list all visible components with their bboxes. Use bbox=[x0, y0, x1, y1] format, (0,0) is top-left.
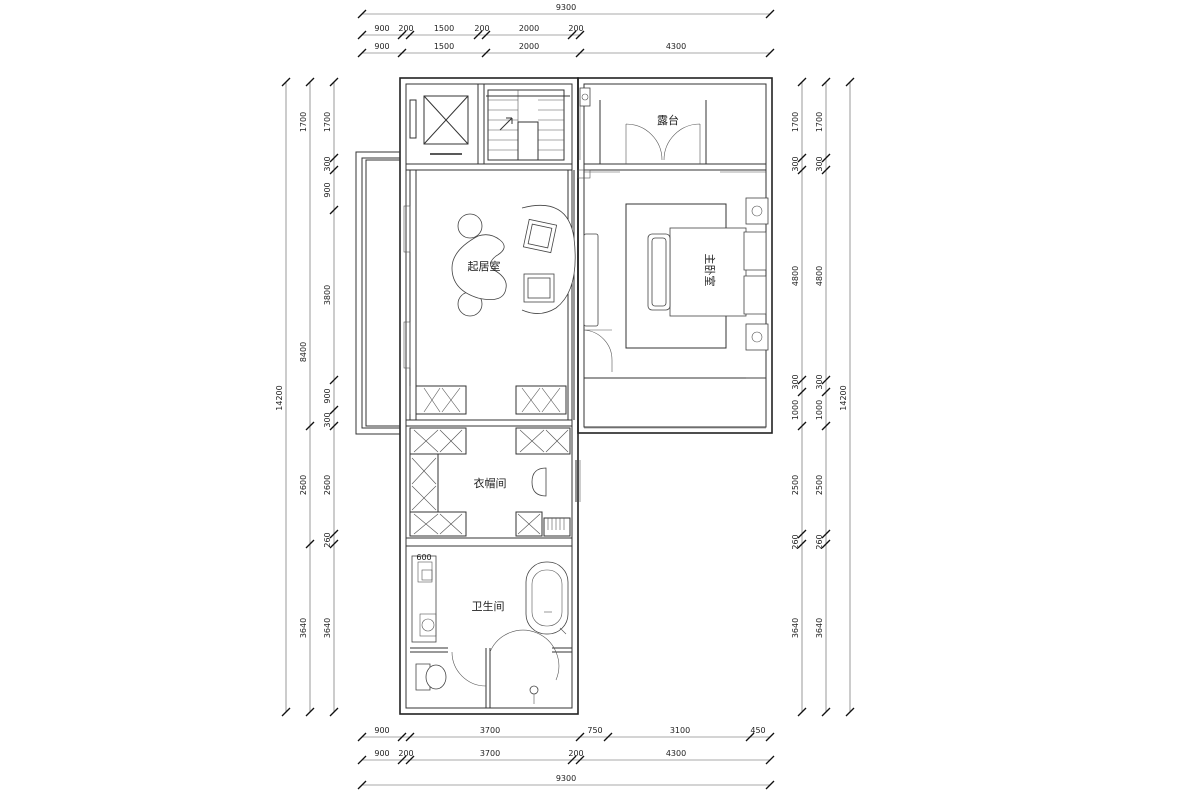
dim-left-2600: 2600 bbox=[323, 475, 332, 495]
right-dimensions: 1700 300 4800 300 1000 2500 260 3640 170… bbox=[791, 77, 855, 717]
living-room: 起居室 bbox=[403, 204, 576, 369]
dim-right-300a: 300 bbox=[791, 156, 800, 171]
dim-left-260: 260 bbox=[323, 532, 332, 547]
dim-bot2-3700: 3700 bbox=[480, 749, 500, 758]
bathroom-room: 600 卫生间 bbox=[411, 553, 569, 704]
room-label-terrace: 露台 bbox=[657, 113, 679, 127]
dim-left-total: 14200 bbox=[275, 385, 284, 410]
dim-right2-1000: 1000 bbox=[815, 400, 824, 420]
dim-right2-260: 260 bbox=[815, 534, 824, 549]
left-dimensions: 14200 1700 8400 2600 3640 1700 300 900 3… bbox=[275, 77, 339, 717]
dim-top-2000: 2000 bbox=[519, 24, 539, 33]
room-label-closet: 衣帽间 bbox=[474, 476, 507, 490]
dim-top2-900: 900 bbox=[374, 42, 389, 51]
dim-bot2-900: 900 bbox=[374, 749, 389, 758]
dim-right2-300a: 300 bbox=[815, 156, 824, 171]
dim-top-200b: 200 bbox=[474, 24, 489, 33]
dim-bot-750: 750 bbox=[587, 726, 602, 735]
dim-bot-450: 450 bbox=[750, 726, 765, 735]
dim-right-2500: 2500 bbox=[791, 475, 800, 495]
dim-bot-900: 900 bbox=[374, 726, 389, 735]
dim-right-1700: 1700 bbox=[791, 112, 800, 132]
dim-left-3640-outer: 3640 bbox=[299, 618, 308, 638]
closet-room: 衣帽间 bbox=[409, 385, 581, 537]
dim-left-8400: 8400 bbox=[299, 342, 308, 362]
staircase bbox=[486, 89, 570, 161]
dim-bot2-4300: 4300 bbox=[666, 749, 686, 758]
dim-left-3800: 3800 bbox=[323, 285, 332, 305]
room-label-living: 起居室 bbox=[468, 259, 501, 273]
dim-top2-1500: 1500 bbox=[434, 42, 454, 51]
dim-left-900b: 900 bbox=[323, 388, 332, 403]
master-bedroom: 主卧室 bbox=[577, 169, 769, 379]
dim-bot-3700: 3700 bbox=[480, 726, 500, 735]
dim-left-300b: 300 bbox=[323, 412, 332, 427]
dim-top2-2000: 2000 bbox=[519, 42, 539, 51]
dim-top-200c: 200 bbox=[568, 24, 583, 33]
dim-right-total: 14200 bbox=[839, 385, 848, 410]
dim-bot-3100: 3100 bbox=[670, 726, 690, 735]
dim-top2-4300: 4300 bbox=[666, 42, 686, 51]
dim-top-total: 9300 bbox=[556, 3, 576, 12]
top-dimensions: 9300 900 200 1500 200 2000 200 900 1500 … bbox=[357, 3, 775, 58]
dim-bot2-200b: 200 bbox=[568, 749, 583, 758]
dim-right2-2500: 2500 bbox=[815, 475, 824, 495]
room-label-bathroom: 卫生间 bbox=[472, 599, 505, 613]
wardrobe-modules bbox=[409, 385, 571, 537]
dim-top-1500: 1500 bbox=[434, 24, 454, 33]
sink-dimension-label: 600 bbox=[416, 553, 431, 562]
dim-left-1700-outer: 1700 bbox=[299, 112, 308, 132]
dim-right2-4800: 4800 bbox=[815, 266, 824, 286]
dim-left-300a: 300 bbox=[323, 156, 332, 171]
dim-right-1000: 1000 bbox=[791, 400, 800, 420]
dim-right2-3640: 3640 bbox=[815, 618, 824, 638]
dim-bot2-200a: 200 bbox=[398, 749, 413, 758]
dim-right-4800: 4800 bbox=[791, 266, 800, 286]
dim-left-3640: 3640 bbox=[323, 618, 332, 638]
dim-right2-1700: 1700 bbox=[815, 112, 824, 132]
terrace-area: 露台 bbox=[579, 87, 707, 164]
dim-right-3640: 3640 bbox=[791, 618, 800, 638]
room-label-bedroom: 主卧室 bbox=[703, 254, 717, 287]
dim-right-300b: 300 bbox=[791, 374, 800, 389]
dim-right2-300b: 300 bbox=[815, 374, 824, 389]
dim-top-900: 900 bbox=[374, 24, 389, 33]
dim-left-1700: 1700 bbox=[323, 112, 332, 132]
wall-details bbox=[409, 100, 766, 429]
bottom-dimensions: 900 3700 750 3100 450 900 200 3700 200 4… bbox=[357, 726, 775, 790]
elevator bbox=[409, 95, 469, 155]
dim-left-2600-outer: 2600 bbox=[299, 475, 308, 495]
dim-right-260: 260 bbox=[791, 534, 800, 549]
dim-top-200a: 200 bbox=[398, 24, 413, 33]
walls bbox=[355, 77, 773, 715]
dim-bot-total: 9300 bbox=[556, 774, 576, 783]
dim-left-900a: 900 bbox=[323, 182, 332, 197]
